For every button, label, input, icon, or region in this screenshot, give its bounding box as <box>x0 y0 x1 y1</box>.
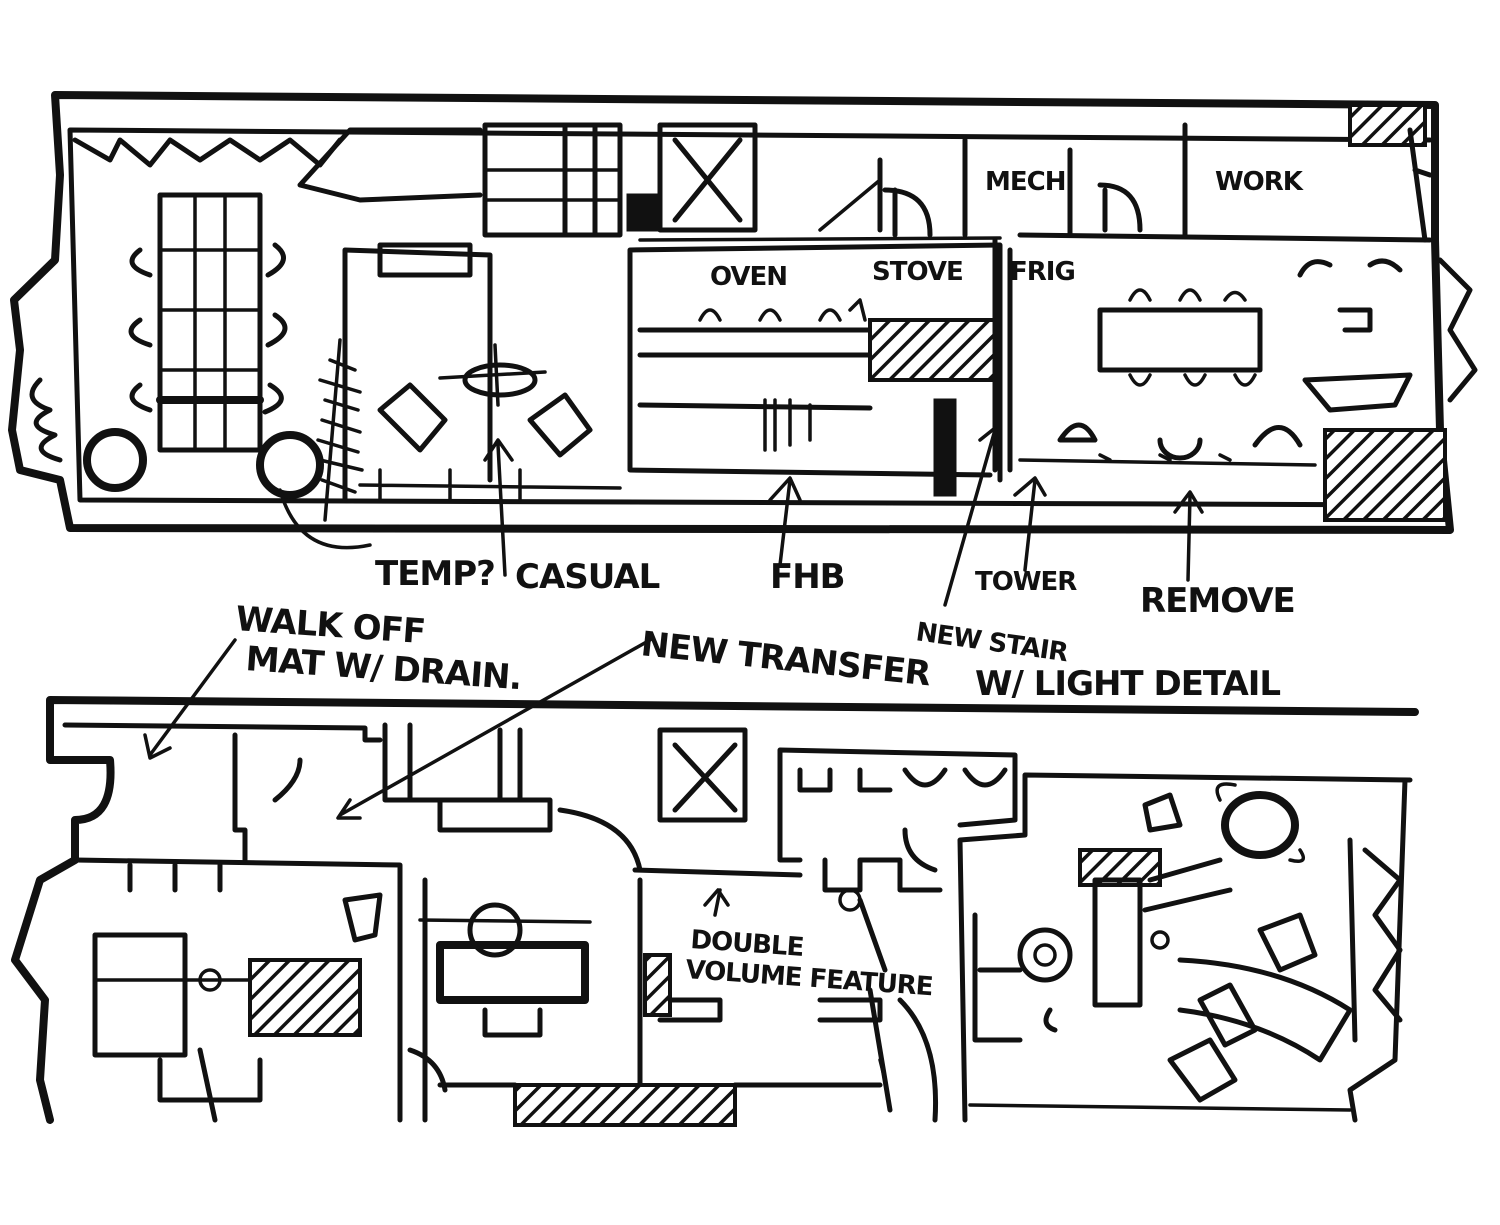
lower-round-table <box>1221 791 1299 859</box>
dining-table <box>1097 307 1263 373</box>
annotation-new-stair-detail: W/ LIGHT DETAIL <box>975 664 1280 704</box>
upper-annotations: TEMP? CASUAL FHB TOWER REMOVE NEW STAIR … <box>234 554 1295 704</box>
lower-bottom-hatch <box>513 1083 737 1127</box>
annotation-casual: CASUAL <box>515 557 660 597</box>
living-shelf-unit <box>157 192 263 453</box>
upper-stair <box>482 122 623 238</box>
casual-chair-right <box>527 392 593 458</box>
label-work: WORK <box>1215 167 1304 197</box>
annotation-tower: TOWER <box>975 567 1077 597</box>
upper-annotation-arrows <box>278 426 1204 607</box>
lower-dining-table <box>436 941 589 1004</box>
kitchen-hatched-counter <box>868 318 997 382</box>
kitchen-pillar <box>933 398 957 497</box>
casual-chair-left <box>377 382 448 453</box>
upper-front-zigzag <box>72 137 343 168</box>
side-table-right <box>256 431 324 499</box>
upper-floor-plan: OVEN STOVE FRIG MECH WORK <box>8 91 1478 534</box>
plant <box>316 338 364 522</box>
lower-console <box>437 797 553 833</box>
annotation-remove: REMOVE <box>1140 581 1295 621</box>
annotation-temp: TEMP? <box>375 554 495 594</box>
foyer-hatched-unit <box>248 958 362 1037</box>
upper-elevator <box>657 122 758 233</box>
casual-console <box>377 242 473 278</box>
label-stove: STOVE <box>872 257 963 287</box>
annotation-new-stair: NEW STAIR <box>914 617 1070 668</box>
side-table-left <box>83 428 147 492</box>
annotation-mat-w-drain: MAT W/ DRAIN. <box>244 639 522 698</box>
label-mech: MECH <box>985 167 1065 197</box>
living-squiggle <box>29 377 63 463</box>
lower-elevator <box>657 727 748 823</box>
annotation-fhb: FHB <box>770 557 845 597</box>
casual-table <box>462 362 538 398</box>
upper-inner-wall <box>67 127 1443 508</box>
lower-outer-wall <box>11 696 1419 1124</box>
annotation-volume-feature: VOLUME FEATURE <box>685 955 934 1002</box>
label-oven: OVEN <box>710 262 787 292</box>
annotation-new-transfer: NEW TRANSFER <box>639 624 933 694</box>
upper-column <box>626 193 660 232</box>
island <box>1092 877 1143 1008</box>
dv-hatched-left <box>643 953 672 1017</box>
foyer-bench <box>92 932 188 1058</box>
lower-floor-plan: DOUBLE VOLUME FEATURE <box>11 638 1419 1127</box>
fireplace-hatched <box>1323 428 1447 522</box>
upper-outer-wall <box>8 91 1454 534</box>
label-fridge: FRIG <box>1010 257 1075 287</box>
